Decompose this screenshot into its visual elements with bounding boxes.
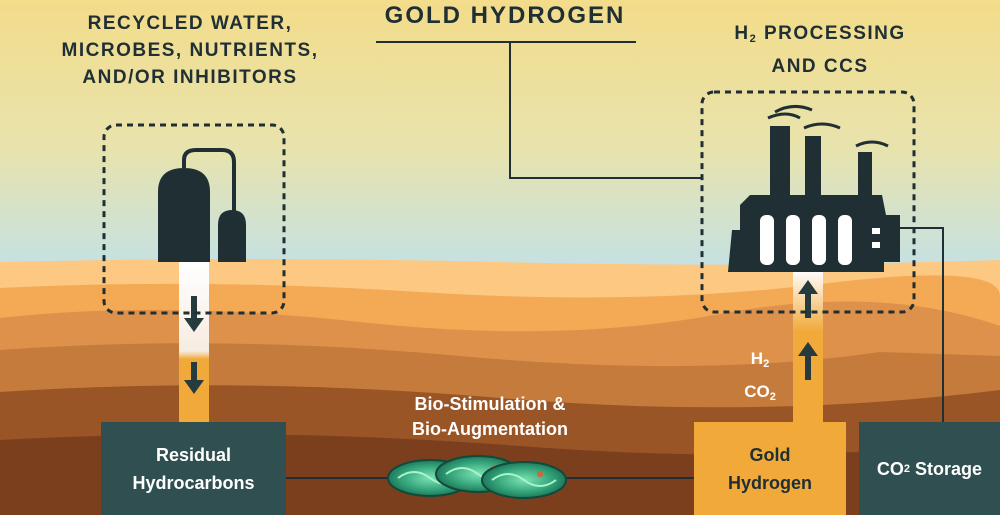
- co2-rest: Storage: [910, 458, 983, 479]
- factory-icon: [728, 105, 900, 272]
- processing-heading-line2: AND CCS: [771, 56, 869, 77]
- residual-line: Residual: [155, 444, 232, 465]
- injection-heading-line: AND/OR INHIBITORS: [82, 67, 298, 88]
- injection-frame: [102, 123, 286, 315]
- gas-h2: H2: [750, 349, 770, 370]
- diagram-title: GOLD HYDROGEN: [384, 2, 626, 29]
- up-arrow-icon: [798, 280, 818, 380]
- processing-heading-h: H: [734, 23, 750, 44]
- residual-hydrocarbons-box: Residual Hydrocarbons: [101, 422, 286, 515]
- processing-heading-rest: PROCESSING: [757, 23, 906, 44]
- bio-process-label: Bio-Stimulation & Bio-Augmentation: [370, 392, 610, 442]
- processing-heading-sub: 2: [749, 33, 758, 45]
- processing-frame: [700, 90, 916, 314]
- injection-pipe: [179, 262, 209, 424]
- down-arrow-icon: [184, 296, 204, 394]
- co2-base: CO: [876, 458, 904, 479]
- injection-heading-line: RECYCLED WATER,: [87, 13, 293, 34]
- storage-tank-icon: [158, 148, 246, 262]
- gold-hydrogen-box: Gold Hydrogen: [694, 422, 846, 515]
- processing-heading: H2 PROCESSING AND CCS: [700, 20, 940, 80]
- injection-heading: RECYCLED WATER, MICROBES, NUTRIENTS, AND…: [40, 10, 340, 91]
- microbe-icon: [387, 455, 567, 499]
- bio-process-line: Bio-Augmentation: [412, 419, 568, 439]
- co2-sub: 2: [903, 462, 911, 475]
- injection-heading-line: MICROBES, NUTRIENTS,: [61, 40, 319, 61]
- bio-process-line: Bio-Stimulation &: [414, 394, 566, 414]
- residual-line: Hydrocarbons: [132, 472, 255, 493]
- connector-title-to-factory: [509, 42, 702, 179]
- gold-line: Gold: [749, 444, 791, 465]
- gas-co2: CO2: [744, 382, 776, 403]
- gas-labels: H2 CO2: [730, 345, 790, 411]
- gold-line: Hydrogen: [727, 472, 812, 493]
